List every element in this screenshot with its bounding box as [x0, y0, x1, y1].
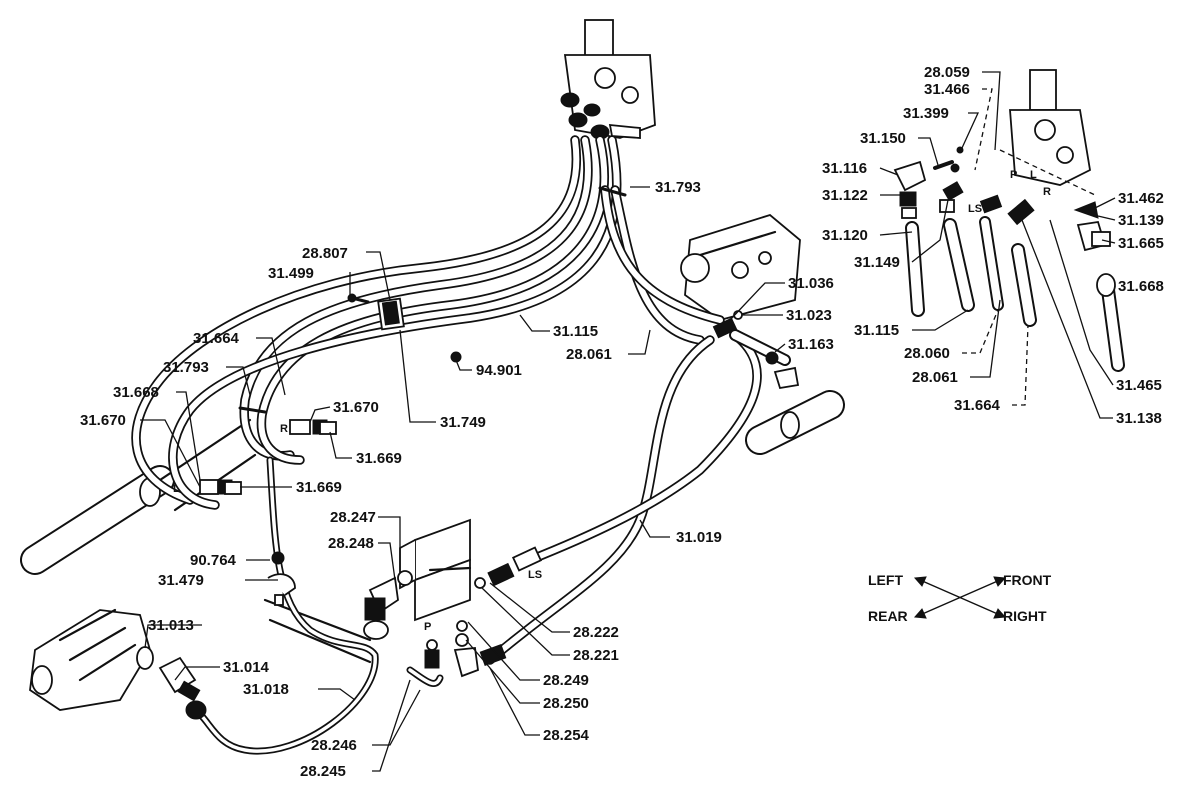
callout-31-139: 31.139	[1118, 212, 1164, 229]
steel-line-31-018	[191, 456, 379, 755]
steering-fittings	[560, 92, 610, 140]
frame-rails	[263, 598, 372, 664]
callout-labels: 28.807 31.499 31.664 31.793 31.668 31.67…	[80, 64, 1164, 780]
port-mark-ls-right: LS	[968, 203, 982, 215]
callout-28-249: 28.249	[543, 672, 589, 689]
callout-31-749: 31.749	[440, 414, 486, 431]
callout-31-149: 31.149	[854, 254, 900, 271]
hydraulic-pump	[29, 608, 207, 720]
callout-31-793-left: 31.793	[163, 359, 209, 376]
callout-31-793-top: 31.793	[655, 179, 701, 196]
port-mark-p-valve: P	[424, 621, 431, 633]
callout-31-668-left: 31.668	[113, 384, 159, 401]
callout-31-399: 31.399	[903, 105, 949, 122]
callout-31-115-main: 31.115	[553, 323, 598, 340]
port-mark-l-right: L	[1030, 169, 1037, 181]
callout-31-668-detail: 31.668	[1118, 278, 1164, 295]
callout-31-019: 31.019	[676, 529, 722, 546]
callout-31-122: 31.122	[822, 187, 868, 204]
callout-31-036: 31.036	[788, 275, 834, 292]
direction-right: RIGHT	[1003, 608, 1047, 624]
callout-28-247: 28.247	[330, 509, 376, 526]
callout-31-120: 31.120	[822, 227, 868, 244]
callout-28-248: 28.248	[328, 535, 374, 552]
callout-31-465: 31.465	[1116, 377, 1162, 394]
direction-left: LEFT	[868, 572, 903, 588]
direction-front: FRONT	[1003, 572, 1052, 588]
callout-28-807: 28.807	[302, 245, 348, 262]
fittings-28-249-28-254	[406, 620, 507, 687]
direction-indicator: LEFT FRONT REAR RIGHT	[868, 572, 1052, 624]
callout-28-059: 28.059	[924, 64, 970, 81]
priority-valve-block	[680, 213, 801, 321]
port-mark-p-right: P	[1010, 169, 1017, 181]
rear-frame-tube	[745, 390, 845, 455]
steering-unit	[560, 19, 656, 140]
callout-31-499: 31.499	[268, 265, 314, 282]
callout-31-664-main: 31.664	[193, 330, 240, 347]
callout-31-150: 31.150	[860, 130, 906, 147]
callout-28-254: 28.254	[543, 727, 590, 744]
callout-90-764: 90.764	[190, 552, 237, 569]
control-valve-block	[397, 518, 543, 622]
callout-31-023: 31.023	[786, 307, 832, 324]
callout-31-669-lower: 31.669	[296, 479, 342, 496]
port-mark-r-left: R	[280, 423, 288, 435]
callout-31-669-upper: 31.669	[356, 450, 402, 467]
callout-31-014: 31.014	[223, 659, 270, 676]
callout-31-466: 31.466	[924, 81, 970, 98]
detail-fittings	[893, 146, 1111, 252]
callout-31-163: 31.163	[788, 336, 834, 353]
callout-31-462: 31.462	[1118, 190, 1164, 207]
callout-31-116: 31.116	[822, 160, 867, 177]
leader-lines	[140, 71, 1116, 772]
detail-steering-unit	[999, 69, 1096, 196]
callout-28-221: 28.221	[573, 647, 619, 664]
port-mark-ls-valve: LS	[528, 569, 542, 581]
hose-bundle	[131, 135, 725, 510]
callout-28-060: 28.060	[904, 345, 950, 362]
callout-31-138: 31.138	[1116, 410, 1162, 427]
callout-28-250: 28.250	[543, 695, 589, 712]
callout-31-018: 31.018	[243, 681, 289, 698]
callout-31-479: 31.479	[158, 572, 204, 589]
callout-94-901: 94.901	[476, 362, 522, 379]
direction-rear: REAR	[868, 608, 908, 624]
port-mark-r-right: R	[1043, 186, 1051, 198]
callout-31-665: 31.665	[1118, 235, 1164, 252]
callout-31-013: 31.013	[148, 617, 194, 634]
pressure-line-31-019	[485, 330, 762, 665]
port-marks: R L LS P LS P R L	[173, 169, 1051, 633]
port-mark-l-left: L	[173, 483, 180, 495]
callout-28-246: 28.246	[311, 737, 357, 754]
callout-28-061-detail: 28.061	[912, 369, 958, 386]
callout-28-222: 28.222	[573, 624, 619, 641]
callout-28-245: 28.245	[300, 763, 346, 780]
callout-31-670-right: 31.670	[333, 399, 379, 416]
detail-hoses	[905, 216, 1125, 372]
callout-28-061-main: 28.061	[566, 346, 612, 363]
callout-31-670-left: 31.670	[80, 412, 126, 429]
elbow-28-248	[363, 576, 399, 640]
callout-31-115-detail: 31.115	[854, 322, 899, 339]
callout-31-664-detail: 31.664	[954, 397, 1001, 414]
